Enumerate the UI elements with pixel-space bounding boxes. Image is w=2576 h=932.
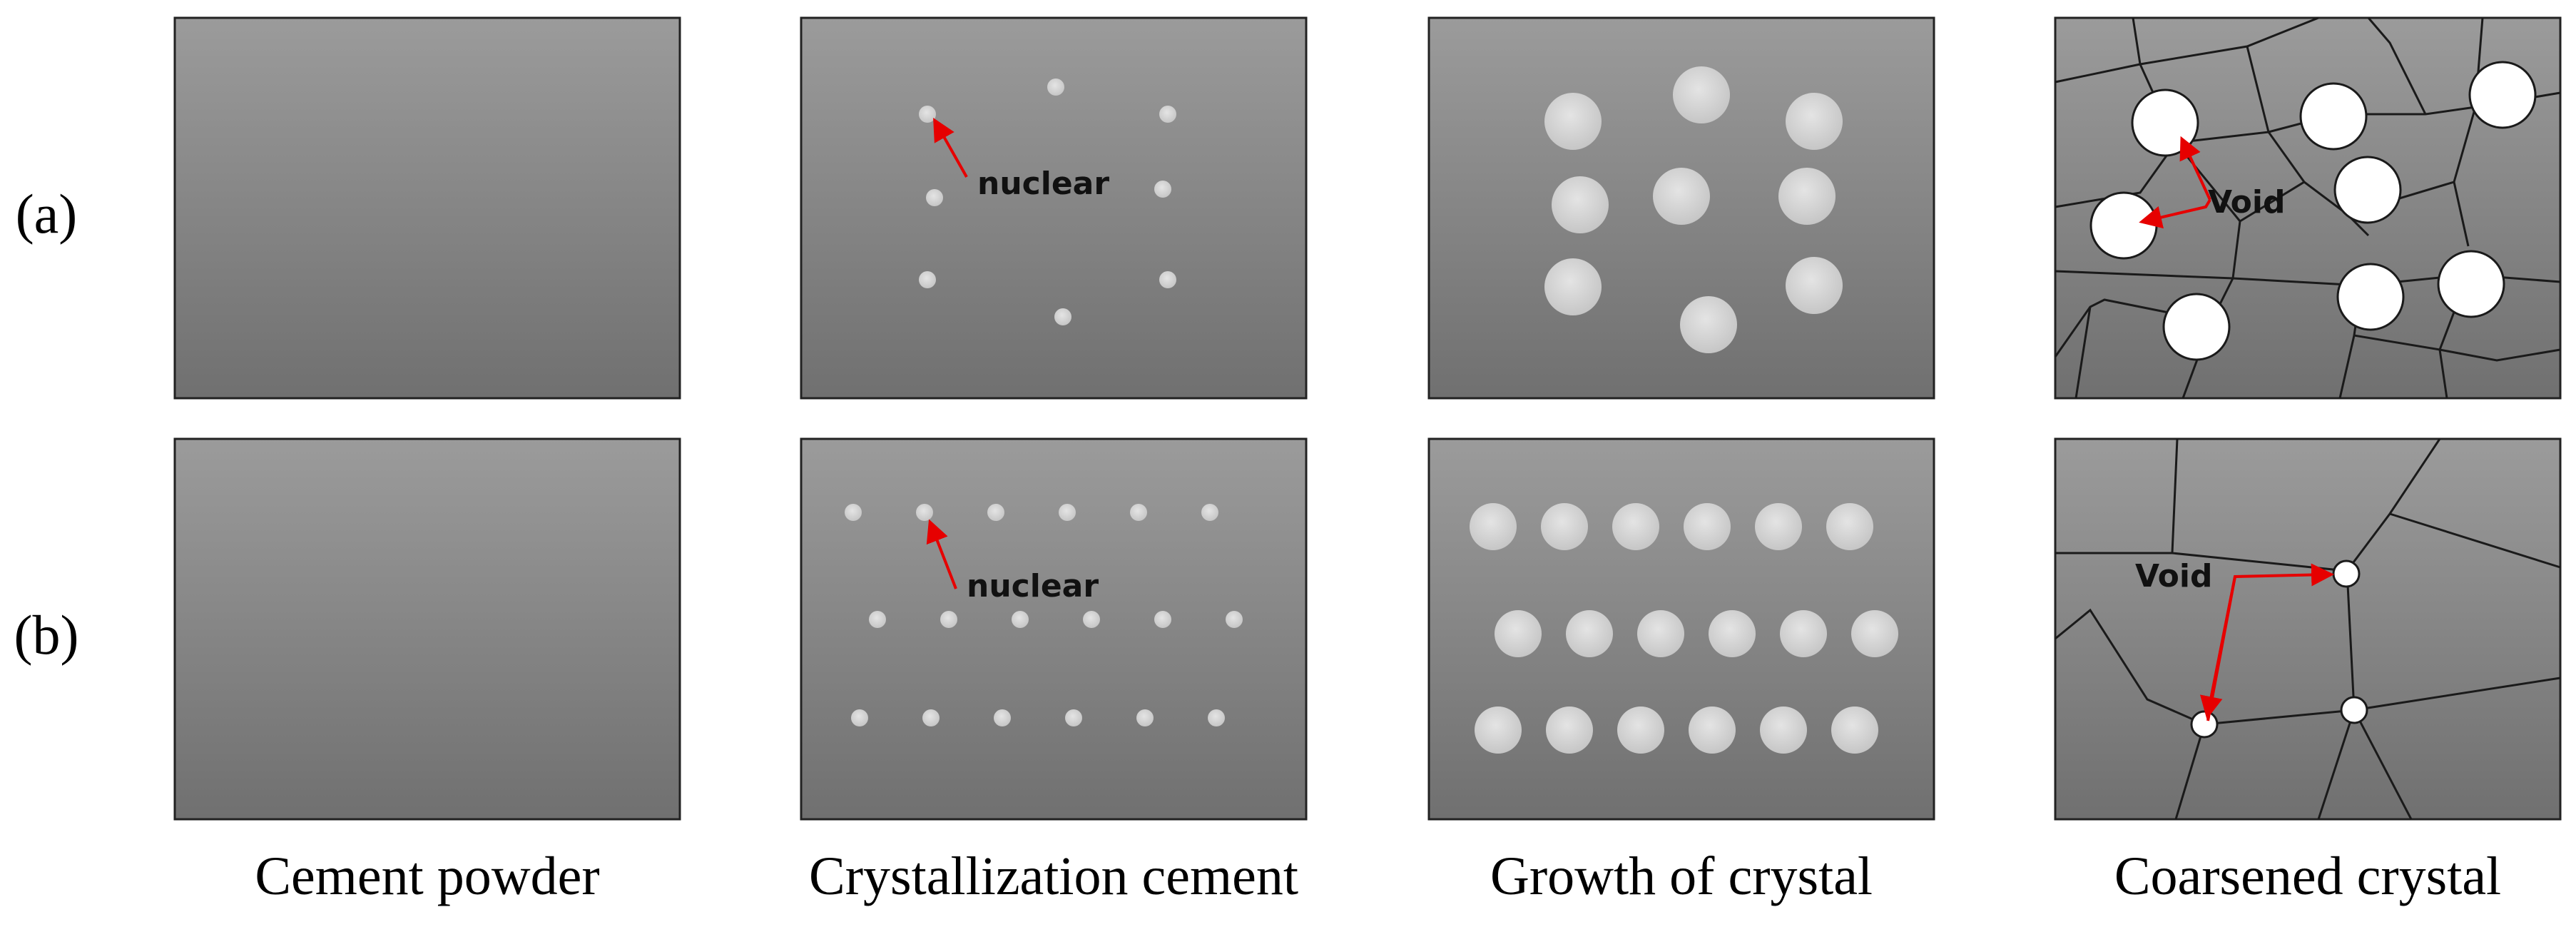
crystals-a	[1544, 66, 1843, 353]
nuclear-arrow-b	[926, 519, 957, 589]
panel-b-cement-powder	[173, 437, 681, 821]
nuclei-b	[845, 504, 1243, 726]
crystals-b	[1470, 503, 1898, 754]
void-arrow-b-start	[2199, 576, 2236, 719]
panel-a-cement-powder	[173, 16, 681, 400]
void-label-b: Void	[2135, 558, 2212, 594]
grain-boundaries-b	[2055, 438, 2561, 820]
row-label-b: (b)	[14, 604, 79, 666]
nuclear-label-a: nuclear	[977, 166, 1109, 202]
panel-a-crystallization	[800, 16, 1308, 400]
voids-b	[2190, 559, 2368, 739]
panel-b-coarsened	[2054, 437, 2562, 821]
nuclear-arrow-a	[933, 118, 968, 178]
caption-coarsened-crystal: Coarsened crystal	[2114, 846, 2502, 906]
caption-crystallization-cement: Crystallization cement	[809, 846, 1298, 906]
nuclei-a	[919, 78, 1176, 325]
panel-b-crystallization	[800, 437, 1308, 821]
voids-a	[2089, 61, 2537, 361]
void-label-a: Void	[2208, 184, 2285, 221]
caption-cement-powder: Cement powder	[255, 846, 600, 906]
void-arrow-a-2	[2139, 198, 2211, 229]
nuclear-label-b: nuclear	[967, 568, 1099, 604]
caption-growth-of-crystal: Growth of crystal	[1490, 846, 1873, 906]
void-arrow-a	[2179, 136, 2211, 201]
row-label-a: (a)	[15, 183, 78, 245]
